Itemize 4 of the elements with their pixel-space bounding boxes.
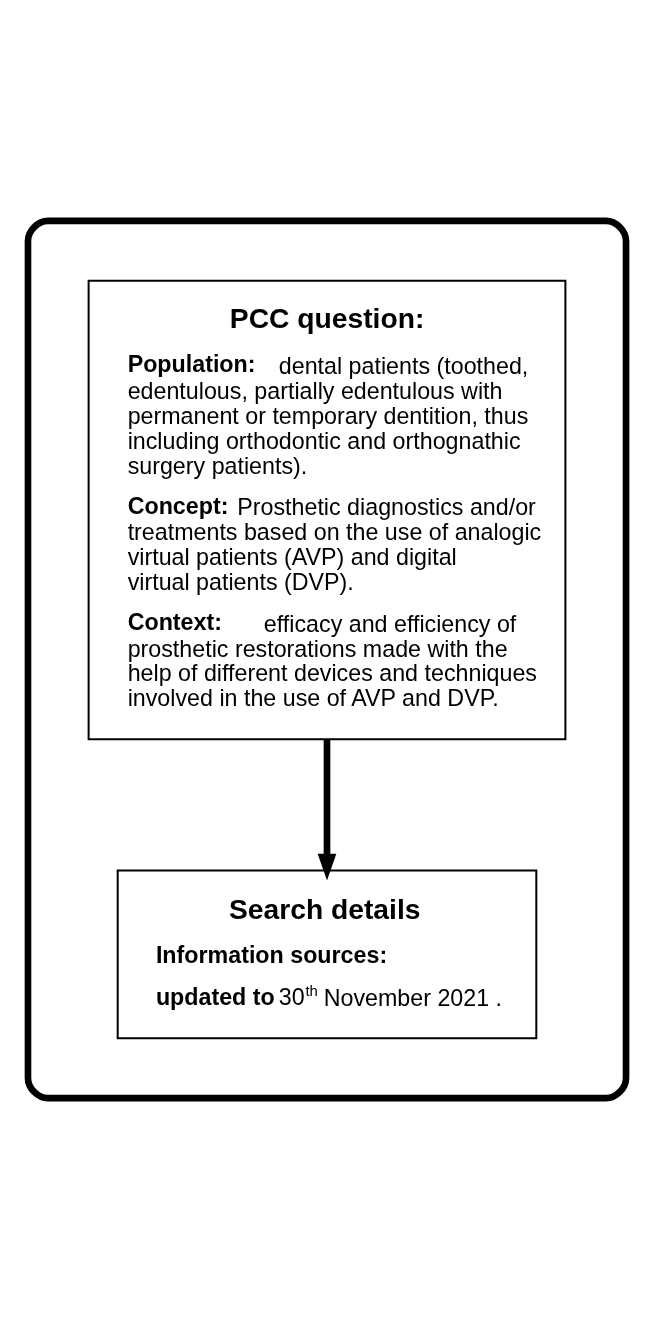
- cluster: [24, 217, 630, 1102]
- node-box: PCC question: Population: dental patients (toothed, edentulous, partially edentulous with permanent or temporary dentition, thus including orthodontic and orthognathic surgery patients). Concept: Prosthetic diagnostics and/or treatments based on the use of analogic virtual patients (AVP) and digital virtual patients (DVP). Context: efficacy and efficiency of prosthetic restorations made with the help of different devices and techniques involved in the use of AVP and DVP.: [87, 279, 567, 741]
- node-box: Search details Information sources: updated to 30$^{th}$ November 2021 .: [116, 869, 538, 1040]
- arrow: [317, 739, 337, 881]
